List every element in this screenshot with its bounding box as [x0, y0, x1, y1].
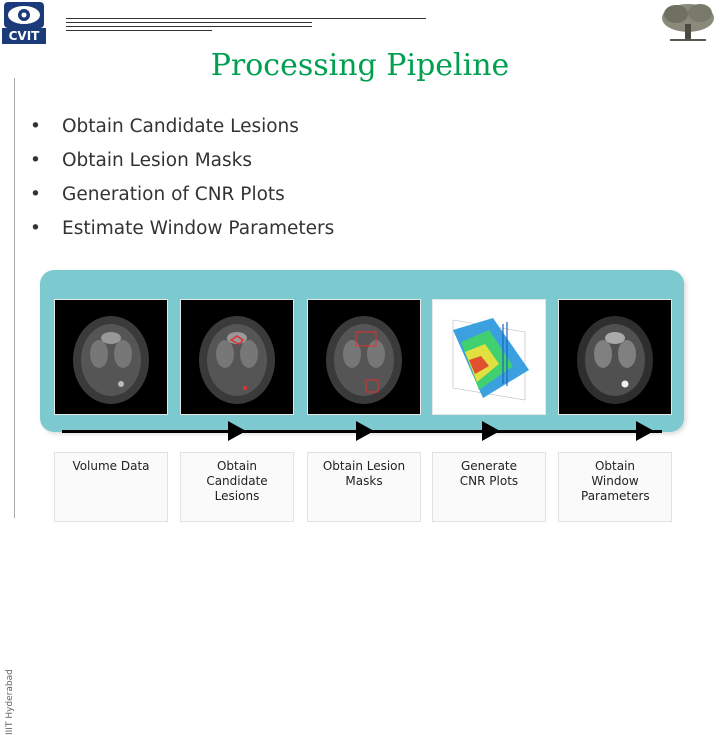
side-rule: [14, 78, 15, 518]
stage-image-candidates: [180, 299, 294, 415]
stage-label-box: Volume Data: [54, 452, 168, 522]
header-rule: [66, 30, 212, 31]
stage-image-masks: [307, 299, 421, 415]
tree-logo-icon: [656, 0, 720, 46]
bullet-text: Estimate Window Parameters: [62, 218, 335, 239]
arrow-head-icon: [228, 421, 246, 441]
side-label-container: IIIT Hyderabad: [0, 90, 15, 735]
bullet-list: • Obtain Candidate Lesions • Obtain Lesion…: [30, 112, 334, 248]
stage-label: Obtain Window Parameters: [581, 459, 650, 503]
stage-label-box: Obtain Window Parameters: [558, 452, 672, 522]
bullet-dot-icon: •: [30, 116, 41, 137]
cvit-logo: CVIT: [0, 0, 48, 50]
bullet-dot-icon: •: [30, 218, 41, 239]
stage-image-cnr-plot: [432, 299, 546, 415]
bullet-dot-icon: •: [30, 150, 41, 171]
page-title-container: Processing Pipeline: [0, 48, 720, 83]
stage-label: Generate CNR Plots: [459, 459, 519, 488]
bullet-item: • Obtain Candidate Lesions: [30, 112, 334, 146]
stage-label: Obtain Lesion Masks: [322, 459, 406, 488]
stage-image-volume-data: [54, 299, 168, 415]
stage-label-box: Generate CNR Plots: [432, 452, 546, 522]
arrow-head-icon: [482, 421, 500, 441]
bullet-item: • Generation of CNR Plots: [30, 180, 334, 214]
header-rule: [66, 22, 312, 23]
side-label: IIIT Hyderabad: [5, 669, 15, 735]
bullet-item: • Estimate Window Parameters: [30, 214, 334, 248]
bullet-dot-icon: •: [30, 184, 41, 205]
stage-label-box: Obtain Candidate Lesions: [180, 452, 294, 522]
stage-image-windowed: [558, 299, 672, 415]
arrow-head-icon: [356, 421, 374, 441]
arrow-head-icon: [636, 421, 654, 441]
header-rule: [66, 26, 312, 27]
page-title: Processing Pipeline: [210, 48, 510, 83]
bullet-item: • Obtain Lesion Masks: [30, 146, 334, 180]
logo-text: CVIT: [2, 28, 46, 44]
header-rule: [66, 18, 426, 19]
stage-label: Volume Data: [72, 459, 150, 473]
bullet-text: Obtain Lesion Masks: [62, 150, 252, 171]
stage-label-box: Obtain Lesion Masks: [307, 452, 421, 522]
bullet-text: Generation of CNR Plots: [62, 184, 285, 205]
eye-icon: [4, 2, 44, 28]
bullet-text: Obtain Candidate Lesions: [62, 116, 299, 137]
stage-label: Obtain Candidate Lesions: [206, 459, 268, 503]
